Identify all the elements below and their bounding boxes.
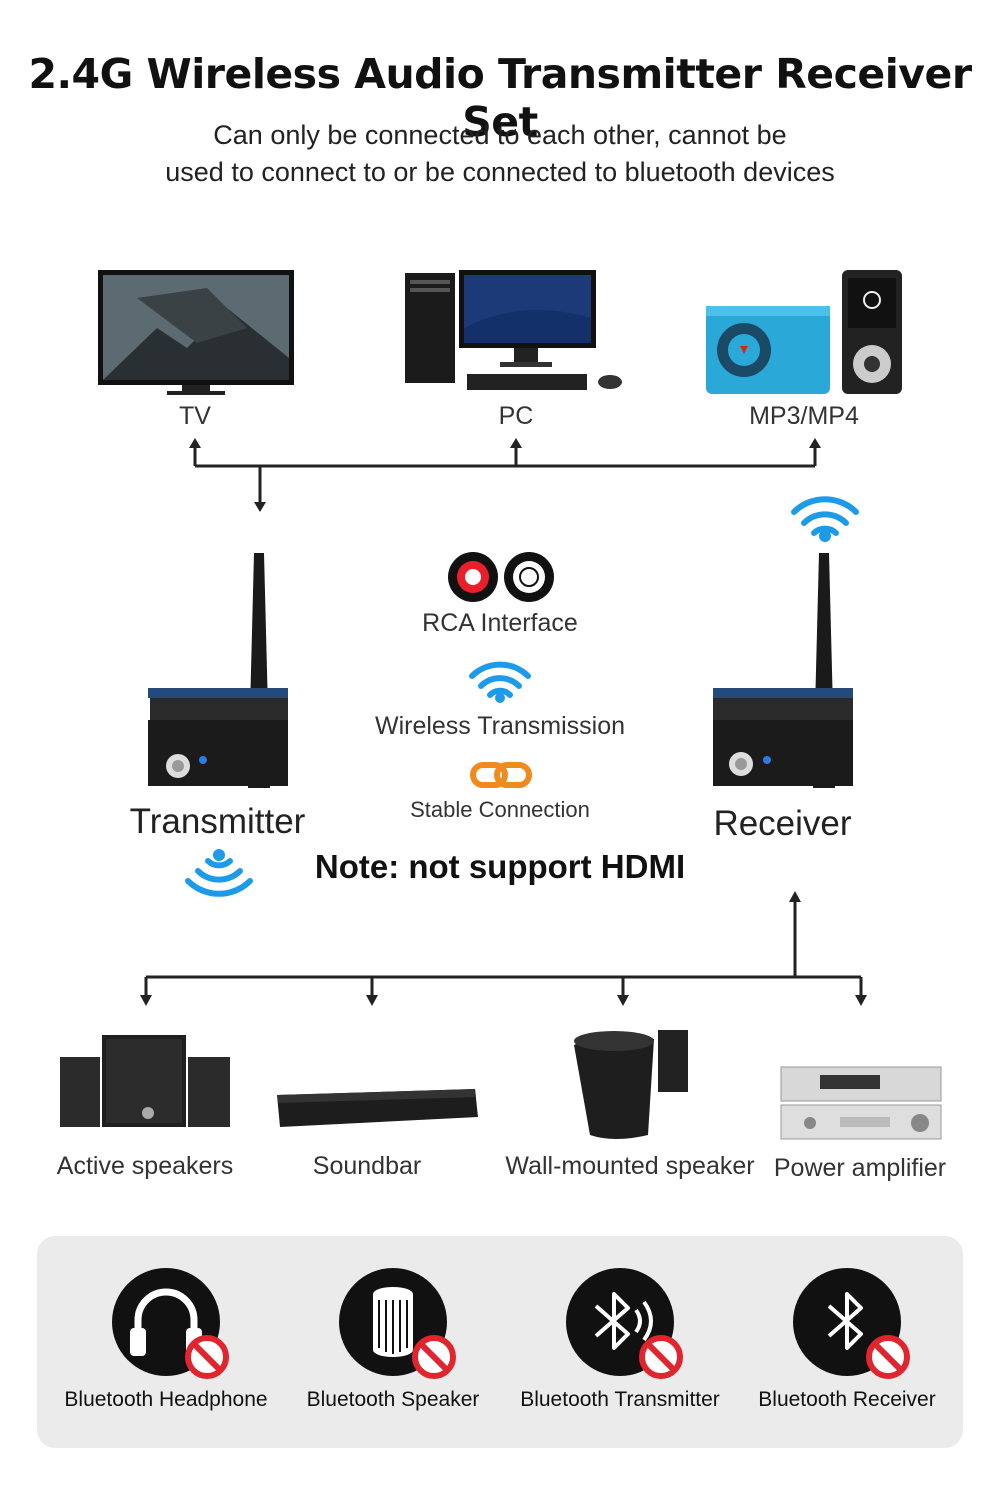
prohibited-icon (412, 1335, 456, 1379)
transmitter-label: Transmitter (129, 802, 306, 841)
hdmi-note: Note: not support HDMI (314, 848, 686, 885)
feature-label-rca: RCA Interface (422, 609, 578, 637)
output-label-soundbar: Soundbar (312, 1152, 422, 1180)
receiver-device (713, 553, 853, 788)
incompatible-item-transmitter: Bluetooth Transmitter (505, 1268, 735, 1412)
source-label-tv: TV (179, 402, 211, 430)
transmitter-device (148, 553, 288, 788)
incompatible-item-headphone: Bluetooth Headphone (51, 1268, 281, 1412)
incompatible-label-speaker: Bluetooth Speaker (306, 1388, 480, 1411)
headphone-icon (112, 1268, 229, 1379)
speaker-icon (339, 1268, 456, 1379)
bluetooth-receiver-icon (793, 1268, 910, 1379)
subtitle-line-2: used to connect to or be connected to bl… (165, 157, 835, 187)
wifi-icon (469, 661, 531, 703)
prohibited-icon (185, 1335, 229, 1379)
bluetooth-transmitter-icon (566, 1268, 683, 1379)
receiver-label: Receiver (713, 804, 852, 843)
link-icon (470, 762, 532, 788)
incompatible-label-receiver: Bluetooth Receiver (758, 1388, 936, 1411)
soundbar-icon (277, 1089, 478, 1127)
page-subtitle: Can only be connected to each other, can… (0, 117, 1000, 191)
receiver-wifi-icon (791, 496, 859, 542)
transmitter-wifi-icon (185, 849, 253, 897)
incompatible-item-receiver: Bluetooth Receiver (732, 1268, 962, 1412)
subtitle-line-1: Can only be connected to each other, can… (213, 120, 787, 150)
output-label-speakers: Active speakers (56, 1152, 234, 1180)
tv-icon (98, 270, 294, 395)
desktop-pc-icon (405, 270, 622, 390)
incompatible-item-speaker: Bluetooth Speaker (278, 1268, 508, 1412)
incompatible-label-headphone: Bluetooth Headphone (64, 1388, 268, 1411)
wall-speaker-icon (574, 1030, 688, 1139)
feature-label-stable: Stable Connection (410, 797, 590, 822)
mp3-player-icon (706, 270, 902, 394)
prohibited-icon (639, 1335, 683, 1379)
incompatible-label-transmitter: Bluetooth Transmitter (520, 1388, 720, 1411)
rca-jack-icon (448, 552, 554, 602)
speakers-icon (60, 1035, 230, 1127)
feature-label-wireless: Wireless Transmission (374, 712, 626, 740)
output-label-wall-speaker: Wall-mounted speaker (505, 1152, 755, 1180)
prohibited-icon (866, 1335, 910, 1379)
source-label-mp3: MP3/MP4 (749, 402, 859, 430)
page-title: 2.4G Wireless Audio Transmitter Receiver… (28, 50, 972, 146)
output-connector-lines (140, 891, 867, 1006)
source-label-pc: PC (498, 402, 534, 430)
amplifier-icon (780, 1066, 942, 1140)
source-connector-lines (189, 438, 821, 512)
output-label-amplifier: Power amplifier (773, 1154, 947, 1182)
